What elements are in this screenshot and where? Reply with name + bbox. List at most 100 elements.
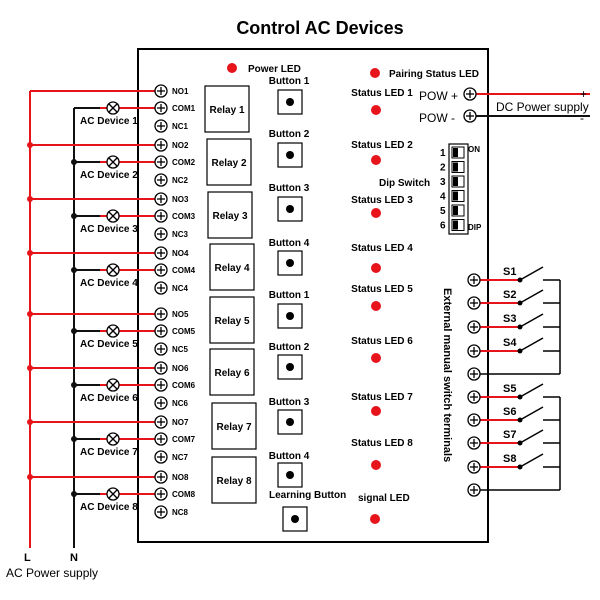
learning-button-label: Learning Button	[269, 490, 346, 501]
push-button-dot	[286, 205, 294, 213]
status-led-label: Status LED 7	[351, 392, 413, 403]
push-button[interactable]	[277, 462, 303, 488]
push-button[interactable]	[277, 89, 303, 115]
terminal-pow-minus	[463, 109, 477, 123]
terminal-nc-label: NC5	[172, 345, 189, 354]
relay-box	[209, 243, 255, 291]
ac-device-label: AC Device 8	[80, 502, 138, 513]
dip-switch-label: Dip Switch	[379, 178, 430, 189]
lamp-cross-b	[108, 326, 118, 336]
power-led-label: Power LED	[248, 64, 301, 75]
button-label: Button 3	[269, 397, 310, 408]
junction-l-2	[27, 142, 33, 148]
switch-pivot	[517, 348, 523, 354]
push-button-dot	[286, 363, 294, 371]
terminal-nc-label: NC7	[172, 453, 189, 462]
switch-lever	[519, 289, 544, 304]
terminal-nc-5	[154, 342, 168, 356]
relay-label: Relay 4	[214, 263, 249, 274]
dc-minus-sign: -	[580, 111, 584, 125]
button-label: Button 4	[269, 451, 310, 462]
relay-box	[207, 191, 253, 239]
dip-dip-label: DIP	[468, 223, 482, 232]
relay-label: Relay 7	[216, 422, 251, 433]
terminal-com-4	[154, 263, 168, 277]
switch-lever	[519, 313, 544, 328]
switch-pivot	[517, 440, 523, 446]
terminal-pow-plus	[463, 87, 477, 101]
switch-pivot	[517, 417, 523, 423]
dip-knob	[453, 206, 458, 215]
switch-pivot	[517, 300, 523, 306]
junction-l-3	[27, 196, 33, 202]
switch-lever	[519, 406, 544, 421]
terminal-nc-4	[154, 281, 168, 295]
junction-n-5	[71, 328, 77, 334]
dip-knob	[453, 177, 458, 186]
status-led	[371, 105, 381, 115]
terminal-no-label: NO8	[172, 473, 189, 482]
terminal-switch-6	[467, 413, 481, 427]
terminal-switch-1	[467, 273, 481, 287]
terminal-com-5	[154, 324, 168, 338]
terminal-nc-label: NC4	[172, 284, 189, 293]
relay-box	[209, 296, 255, 344]
status-led-label: Status LED 1	[351, 88, 413, 99]
terminal-common-2	[467, 483, 481, 497]
dc-plus-sign: +	[580, 87, 587, 101]
wire-layer: AC Device 1AC Device 2AC Device 3AC Devi…	[27, 90, 590, 548]
dip-knob	[453, 191, 458, 201]
junction-l-7	[27, 419, 33, 425]
switch-lever	[519, 453, 544, 468]
pairing-status-led-label: Pairing Status LED	[389, 69, 479, 80]
line-l-label: L	[24, 552, 31, 564]
junction-l-5	[27, 311, 33, 317]
switch-label: S6	[503, 406, 516, 418]
relay-box	[206, 138, 252, 186]
status-led-label: Status LED 3	[351, 195, 413, 206]
status-led	[371, 353, 381, 363]
terminal-no-1	[154, 84, 168, 98]
terminal-com-8	[154, 487, 168, 501]
junction-n-7	[71, 436, 77, 442]
terminal-nc-3	[154, 227, 168, 241]
terminal-com-3	[154, 209, 168, 223]
switch-lever	[519, 266, 544, 281]
lamp-cross-b	[108, 265, 118, 275]
switch-lever	[519, 429, 544, 444]
status-led-label: Status LED 4	[351, 243, 413, 254]
terminal-no-label: NO4	[172, 249, 189, 258]
junction-n-6	[71, 382, 77, 388]
external-switch-terminals-label: External manual switch terminals	[441, 288, 453, 462]
relay-box	[204, 85, 250, 133]
terminal-switch-7	[467, 436, 481, 450]
dip-on-label: ON	[468, 145, 480, 154]
button-label: Button 1	[269, 290, 310, 301]
relay-label: Relay 2	[211, 158, 246, 169]
junction-n-4	[71, 267, 77, 273]
terminal-no-2	[154, 138, 168, 152]
relay-label: Relay 5	[214, 316, 249, 327]
switch-label: S3	[503, 313, 516, 325]
ac-device-label: AC Device 6	[80, 393, 138, 404]
status-led	[371, 460, 381, 470]
power-led	[227, 63, 237, 73]
terminal-no-label: NO1	[172, 87, 189, 96]
diagram-title: Control AC Devices	[236, 18, 403, 38]
terminal-no-5	[154, 307, 168, 321]
button-label: Button 2	[269, 129, 310, 140]
button-label: Button 2	[269, 342, 310, 353]
relay-label: Relay 3	[212, 211, 247, 222]
line-n-label: N	[70, 552, 78, 564]
lamp-cross-b	[108, 489, 118, 499]
terminal-com-label: COM7	[172, 435, 196, 444]
pow-minus-label: POW -	[419, 111, 455, 125]
switch-pivot	[517, 394, 523, 400]
ac-device-label: AC Device 1	[80, 116, 138, 127]
terminal-switch-3	[467, 320, 481, 334]
terminal-no-label: NO2	[172, 141, 189, 150]
terminal-no-6	[154, 361, 168, 375]
learning-button-dot	[291, 515, 299, 523]
